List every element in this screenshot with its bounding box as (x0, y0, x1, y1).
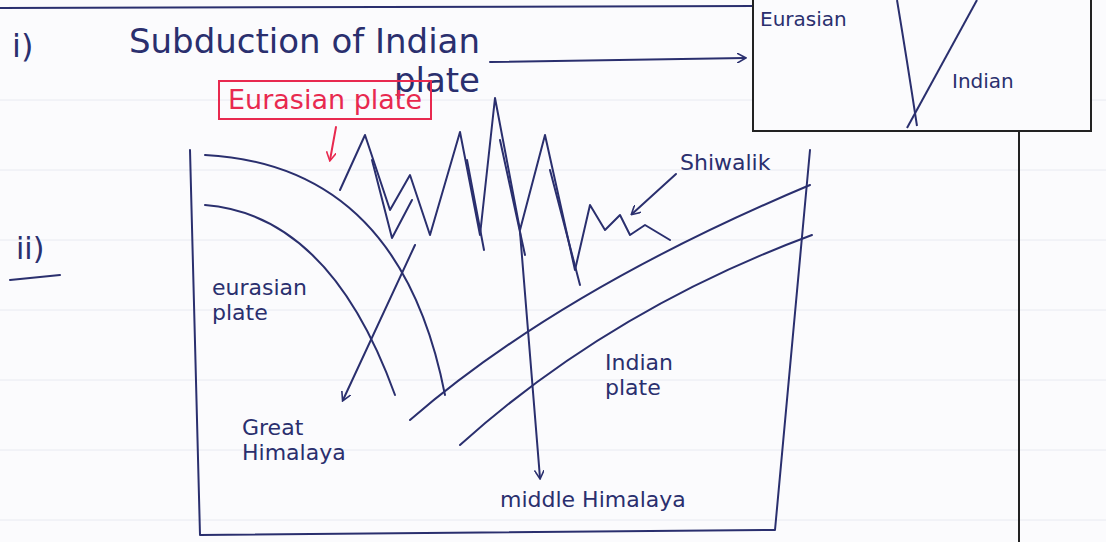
plate-label: Indian (952, 70, 1014, 93)
highlight-text: Eurasian plate (228, 84, 422, 116)
handwritten-label: ii) (16, 232, 44, 267)
handwritten-label: Shiwalik (680, 150, 770, 175)
highlight-box: Eurasian plate (218, 80, 432, 120)
handwritten-label: Indian plate (605, 350, 700, 401)
plate-label: Eurasian (760, 8, 847, 31)
handwritten-label: Great Himalaya (242, 415, 352, 466)
handwritten-label: middle Himalaya (500, 487, 686, 512)
handwritten-label: eurasian plate (212, 275, 330, 326)
handwritten-label: i) (12, 28, 33, 65)
inset-box: EurasianIndian (752, 0, 1092, 132)
